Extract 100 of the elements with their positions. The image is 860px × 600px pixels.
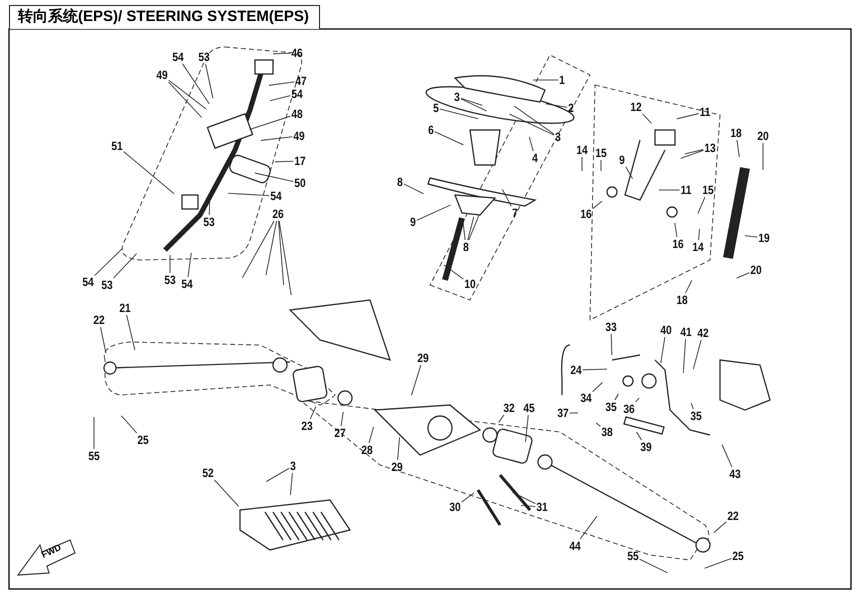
callout-number: 11 [700, 106, 710, 118]
leader-line [713, 521, 727, 534]
callout-number: 25 [137, 434, 149, 446]
leader-line [660, 336, 666, 364]
callout-number: 44 [569, 540, 581, 552]
leader-line [439, 108, 479, 120]
callout-number: 14 [692, 241, 704, 253]
leader-line [416, 204, 451, 221]
callout-number: 4 [532, 152, 538, 164]
leader-line [614, 394, 619, 400]
leader-line [274, 160, 294, 162]
callout-number: 50 [294, 177, 306, 189]
callout-number: 10 [464, 278, 476, 290]
leader-line [722, 444, 732, 468]
leader-line [411, 364, 422, 396]
leader-line [744, 235, 758, 238]
callout-number: 22 [93, 314, 105, 326]
leader-line [512, 492, 536, 504]
callout-number: 41 [680, 326, 692, 338]
leader-line [100, 326, 106, 354]
callout-number: 29 [417, 352, 429, 364]
leader-line [468, 214, 480, 240]
leader-line [467, 216, 474, 240]
callout-number: 53 [164, 274, 176, 286]
leader-line [272, 52, 291, 54]
leader-line [168, 80, 206, 110]
callout-number: 45 [523, 402, 535, 414]
callout-number: 14 [576, 144, 588, 156]
callout-number: 53 [101, 279, 113, 291]
leader-line [94, 248, 123, 276]
leader-line [208, 198, 210, 216]
callout-number: 15 [702, 184, 714, 196]
callout-number: 27 [334, 427, 346, 439]
leader-line [228, 192, 270, 196]
callout-number: 8 [397, 176, 403, 188]
callout-number: 49 [156, 69, 168, 81]
leader-line [698, 196, 706, 214]
callout-number: 47 [295, 75, 307, 87]
callout-number: 35 [605, 401, 617, 413]
callout-number: 42 [697, 327, 709, 339]
callout-number: 54 [291, 88, 303, 100]
leader-line [642, 114, 652, 124]
leader-line [690, 402, 694, 410]
leader-line [682, 338, 686, 374]
callout-number: 35 [690, 410, 702, 422]
leader-line [123, 151, 175, 194]
leader-line [676, 113, 699, 120]
callout-number: 48 [291, 108, 303, 120]
leader-line [698, 228, 700, 240]
callout-number: 18 [730, 127, 742, 139]
callout-number: 8 [463, 241, 469, 253]
leader-line [266, 220, 278, 276]
leader-line [340, 412, 344, 426]
callout-number: 55 [627, 550, 639, 562]
leader-line [600, 160, 602, 172]
callout-number: 17 [294, 155, 306, 167]
callout-number: 19 [758, 232, 770, 244]
callout-number: 20 [750, 264, 762, 276]
callout-number: 51 [111, 140, 123, 152]
leader-line [290, 472, 293, 496]
leader-line [502, 189, 512, 206]
leader-line [685, 280, 692, 294]
callout-number: 34 [580, 392, 592, 404]
diagram-title: 转向系统(EPS)/ STEERING SYSTEM(EPS) [9, 5, 320, 29]
callout-number: 23 [301, 420, 313, 432]
leader-line [582, 368, 608, 370]
leader-line [214, 480, 240, 507]
callout-number: 16 [580, 208, 592, 220]
callout-number: 54 [270, 190, 282, 202]
leader-line [528, 136, 534, 152]
leader-line [625, 166, 633, 180]
leader-line [444, 264, 464, 280]
callout-number: 1 [559, 74, 565, 86]
leader-line [596, 422, 601, 427]
leader-line [205, 64, 214, 99]
leader-line [580, 516, 598, 540]
callout-number: 39 [640, 441, 652, 453]
leader-line [498, 414, 504, 423]
leader-line [520, 504, 536, 507]
callout-number: 38 [601, 426, 613, 438]
leader-line [368, 426, 374, 444]
callout-number: 28 [361, 444, 373, 456]
callout-number: 12 [630, 101, 642, 113]
leader-line [636, 432, 642, 440]
leader-line [569, 412, 578, 414]
callout-number: 29 [391, 461, 403, 473]
callout-number: 53 [198, 51, 210, 63]
leader-line [525, 414, 529, 442]
callout-number: 3 [454, 91, 460, 103]
callout-number: 46 [291, 47, 303, 59]
callout-number: 11 [680, 184, 692, 196]
callout-number: 5 [433, 102, 439, 114]
leader-line [546, 103, 568, 108]
leader-line [188, 252, 192, 278]
callout-number: 32 [503, 402, 515, 414]
callout-number: 18 [676, 294, 688, 306]
leader-line [310, 406, 316, 420]
leader-line [639, 558, 668, 574]
callout-number: 26 [272, 208, 284, 220]
leader-line [278, 220, 292, 296]
